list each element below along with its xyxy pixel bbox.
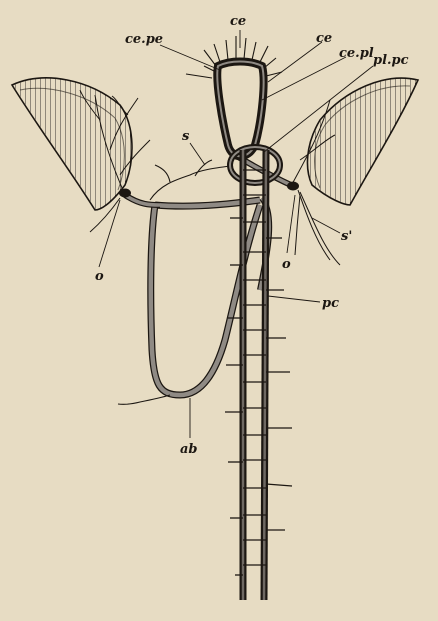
label-ce-right: ce [316,31,332,46]
label-ce-pe: ce.pe [125,32,163,47]
label-o-right: o [282,257,291,272]
label-s-prime: s' [341,229,352,244]
label-pc: pc [322,296,339,311]
label-ab: ab [180,442,198,457]
label-pl-pc: pl.pc [373,53,409,68]
label-s: s [182,129,190,144]
label-ce-top: ce [230,14,246,29]
label-o-left: o [95,269,104,284]
label-leader-lines [99,30,373,438]
pleural-ganglia [119,182,299,198]
cerebral-radial-nerves [186,36,282,78]
cerebral-ganglion [217,62,263,157]
label-ce-pl: ce.pl [339,46,374,61]
